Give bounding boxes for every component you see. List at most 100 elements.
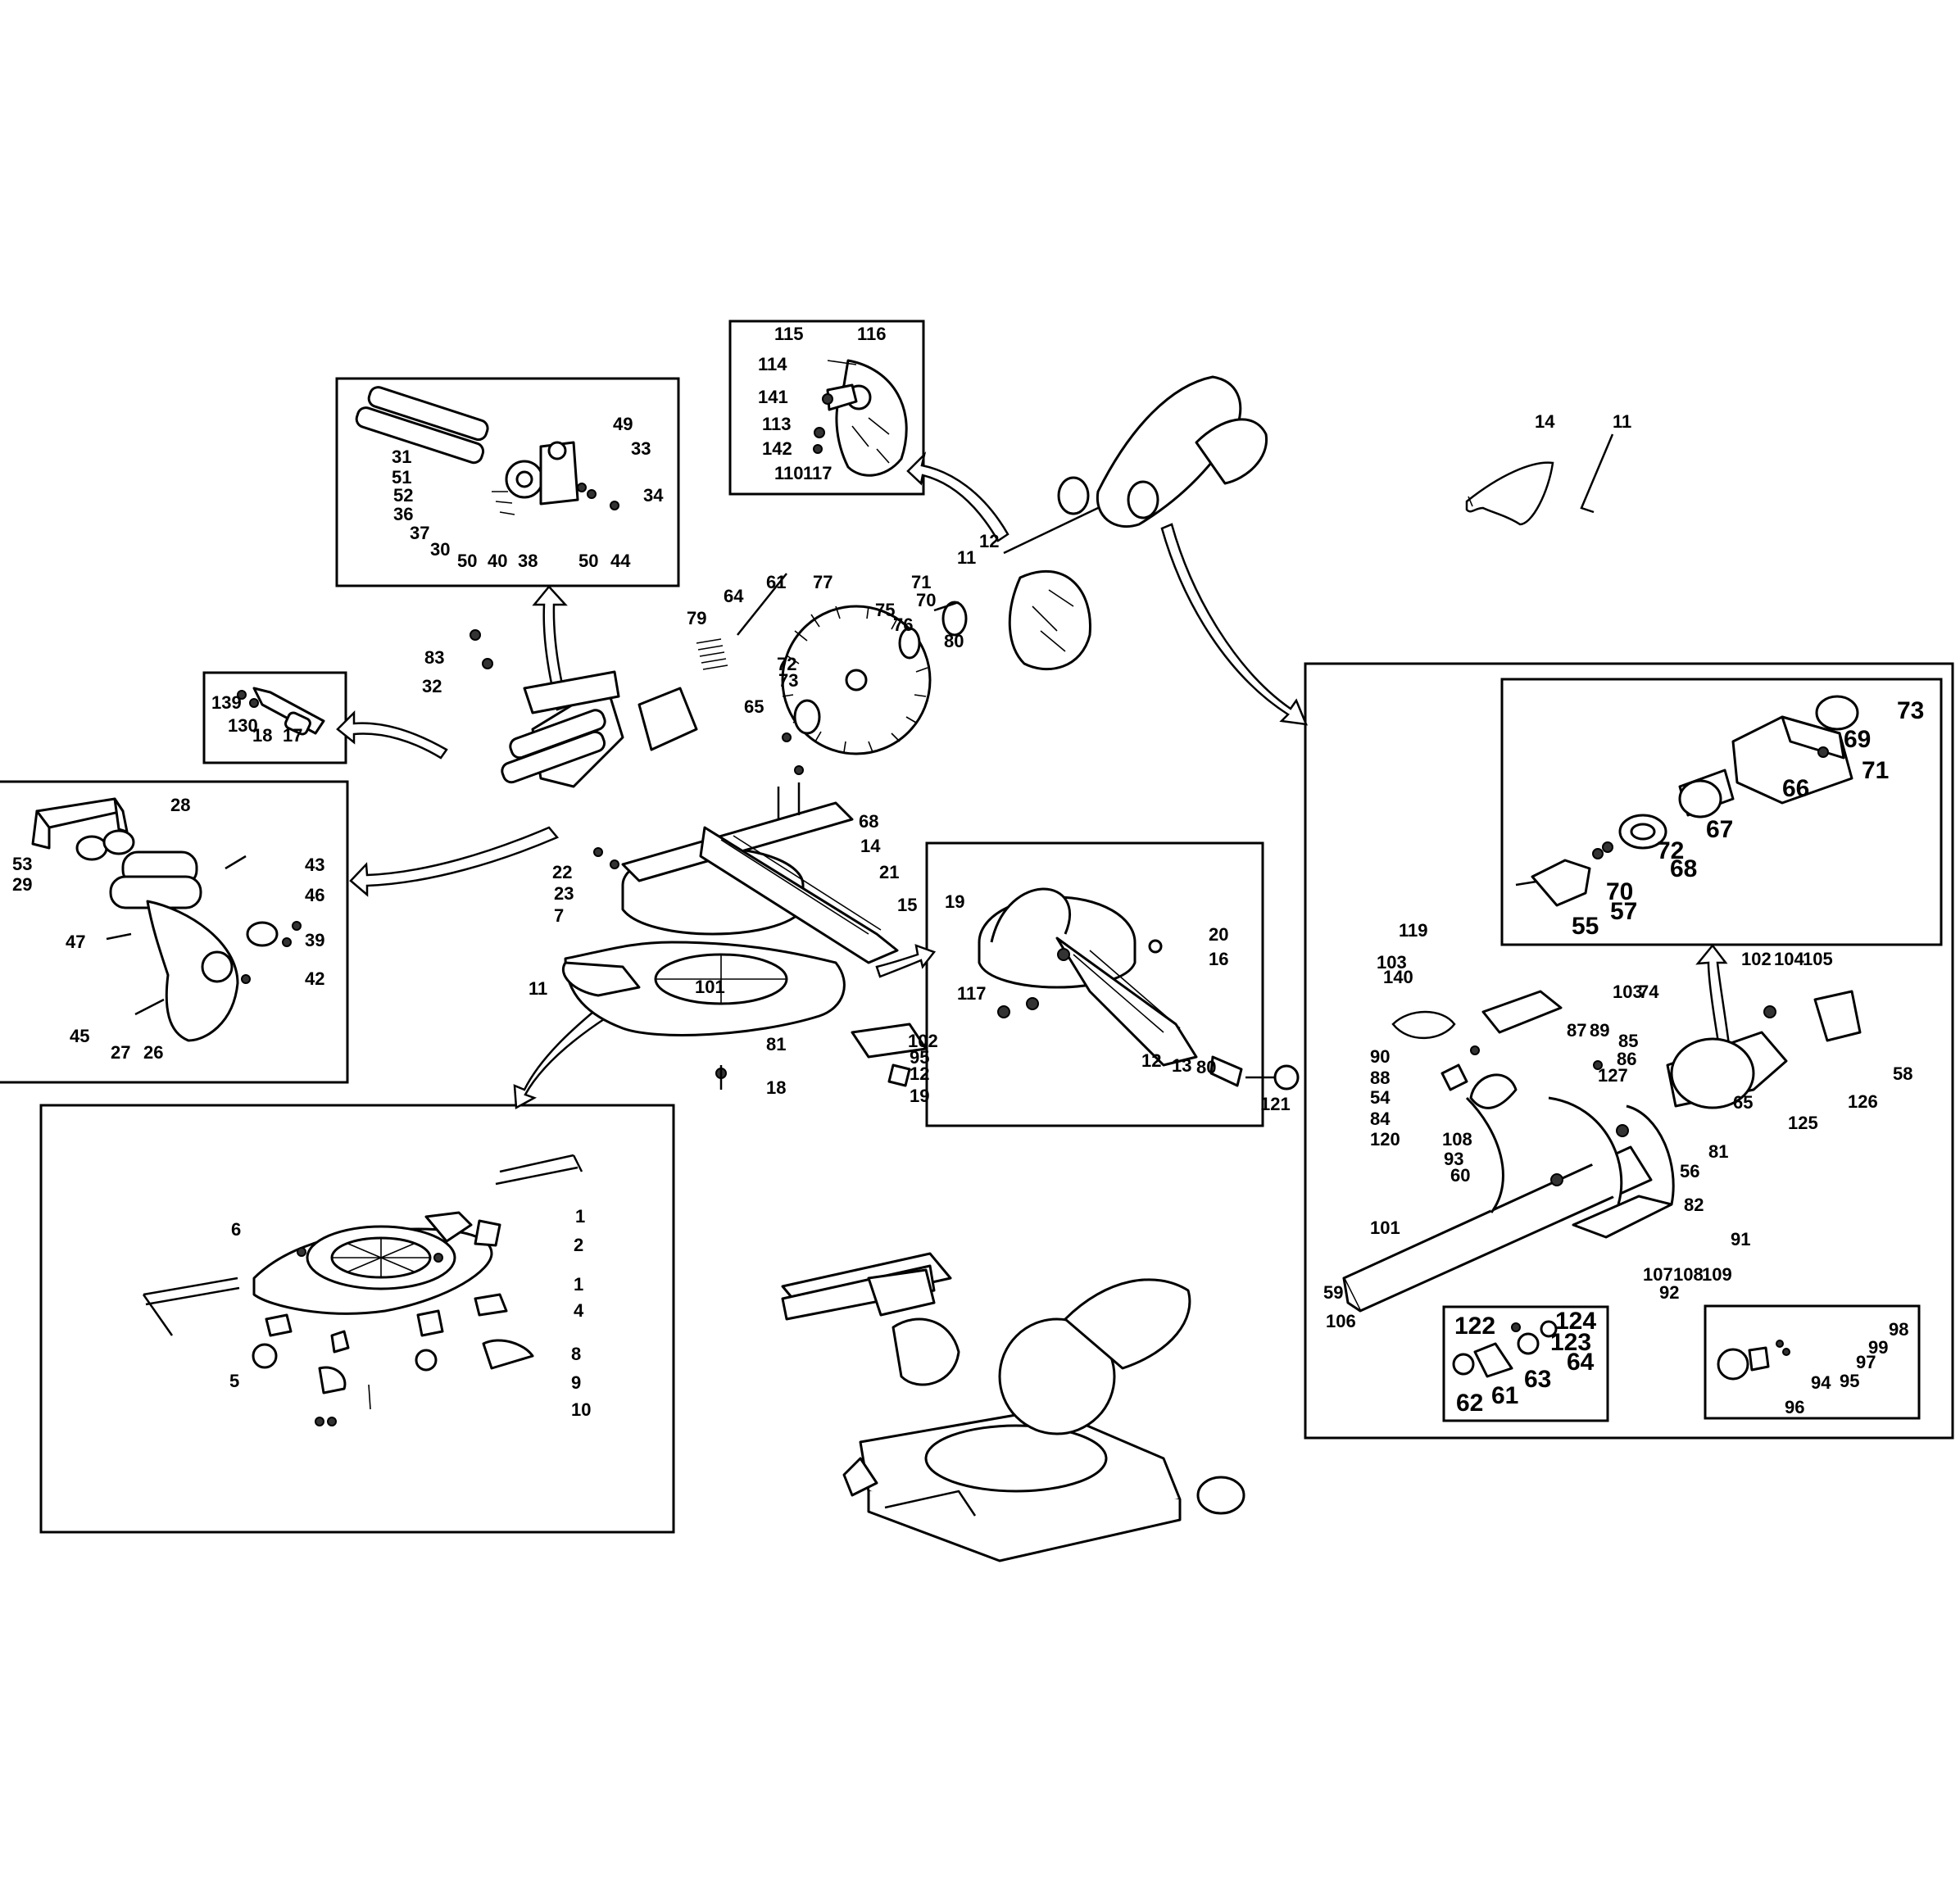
callout-labels-handle: 28 53 29 43 46 47 39 42 45 27 26 bbox=[12, 795, 324, 1063]
callout-label: 123 bbox=[1550, 1329, 1591, 1356]
callout-label: 39 bbox=[305, 930, 324, 950]
callout-label: 141 bbox=[758, 387, 788, 407]
callout-label: 72 bbox=[777, 654, 796, 674]
callout-label: 64 bbox=[1567, 1349, 1595, 1376]
callout-label: 58 bbox=[1893, 1063, 1912, 1084]
handle-inset-frame bbox=[0, 780, 349, 1084]
base-assembly bbox=[142, 1154, 583, 1426]
callout-label: 110 bbox=[774, 463, 804, 483]
callout-label: 66 bbox=[1782, 775, 1809, 802]
rail-inset-frame bbox=[335, 377, 680, 587]
callout-labels-flange: 122 124 123 64 63 61 62 bbox=[1454, 1308, 1596, 1417]
motor-inset-frame bbox=[1500, 678, 1943, 946]
callout-label: 18 bbox=[766, 1077, 786, 1098]
callout-label: 33 bbox=[631, 438, 651, 459]
callout-label: 46 bbox=[305, 885, 324, 905]
callout-label: 117 bbox=[957, 983, 987, 1004]
callout-labels-top-guard: 115 116 114 141 113 142 110 117 bbox=[758, 324, 887, 483]
callout-label: 18 bbox=[252, 725, 272, 746]
callout-label: 7 bbox=[554, 905, 564, 926]
callout-label: 95 bbox=[910, 1047, 929, 1068]
callout-label: 56 bbox=[1680, 1161, 1699, 1181]
base-inset-frame bbox=[39, 1104, 675, 1534]
callout-label: 113 bbox=[762, 414, 792, 434]
callout-label: 90 bbox=[1370, 1046, 1390, 1067]
callout-label: 79 bbox=[687, 608, 706, 628]
callout-label: 54 bbox=[1370, 1087, 1391, 1108]
arrow-to-top-guard bbox=[906, 451, 1009, 542]
callout-label: 122 bbox=[1454, 1313, 1495, 1340]
callout-labels-small: 139 130 18 17 bbox=[211, 692, 302, 746]
callout-label: 93 bbox=[1444, 1149, 1463, 1169]
flange-assembly bbox=[1452, 1320, 1558, 1378]
callout-label: 130 bbox=[228, 715, 258, 736]
callout-label: 32 bbox=[422, 676, 442, 696]
callout-label: 86 bbox=[1617, 1049, 1636, 1069]
callout-label: 121 bbox=[1260, 1094, 1291, 1114]
arrow-to-handle bbox=[349, 826, 560, 897]
callout-label: 99 bbox=[1868, 1337, 1888, 1358]
callout-label: 47 bbox=[66, 932, 85, 952]
callout-label: 61 bbox=[1491, 1382, 1518, 1409]
top-guard-inset-frame bbox=[728, 320, 925, 496]
callout-label: 26 bbox=[143, 1042, 163, 1063]
callout-label: 34 bbox=[643, 485, 664, 506]
callout-label: 51 bbox=[392, 467, 411, 487]
callout-label: 91 bbox=[1731, 1229, 1750, 1249]
callout-label: 76 bbox=[893, 614, 913, 635]
callout-label: 14 bbox=[1535, 411, 1555, 432]
callout-label: 108 bbox=[1673, 1264, 1704, 1285]
callout-label: 30 bbox=[430, 539, 450, 560]
callout-label: 37 bbox=[410, 523, 429, 543]
callout-label: 97 bbox=[1856, 1352, 1876, 1372]
callout-label: 10 bbox=[571, 1399, 591, 1420]
callout-label: 104 bbox=[1774, 949, 1804, 969]
callout-label: 102 bbox=[1741, 949, 1772, 969]
callout-label: 2 bbox=[574, 1235, 583, 1255]
callout-label: 89 bbox=[1590, 1020, 1609, 1041]
callout-label: 101 bbox=[1370, 1218, 1400, 1238]
callout-label: 28 bbox=[170, 795, 190, 815]
callout-label: 20 bbox=[1209, 924, 1228, 945]
callout-label: 59 bbox=[1323, 1282, 1343, 1303]
table-inset-frame bbox=[925, 841, 1264, 1127]
callout-labels-base: 6 1 2 1 4 8 9 10 5 bbox=[229, 1206, 591, 1420]
callout-label: 120 bbox=[1370, 1129, 1400, 1150]
callout-label: 4 bbox=[574, 1300, 584, 1321]
arrow-to-head bbox=[1160, 523, 1308, 726]
callout-label: 116 bbox=[857, 324, 887, 344]
arrow-to-rail bbox=[532, 585, 569, 711]
callout-label: 45 bbox=[70, 1026, 89, 1046]
callout-label: 70 bbox=[1606, 878, 1633, 905]
callout-label: 98 bbox=[1889, 1319, 1908, 1340]
callout-label: 127 bbox=[1598, 1065, 1628, 1086]
assembled-saw-view bbox=[781, 1252, 1245, 1562]
callout-label: 71 bbox=[911, 572, 931, 592]
callout-label: 84 bbox=[1370, 1109, 1391, 1129]
callout-label: 72 bbox=[1657, 837, 1684, 864]
callout-label: 140 bbox=[1383, 967, 1413, 987]
flange-inset-frame bbox=[1442, 1305, 1609, 1422]
callout-label: 65 bbox=[744, 696, 764, 717]
callout-label: 83 bbox=[424, 647, 444, 668]
callout-label: 68 bbox=[859, 811, 878, 832]
callout-label: 101 bbox=[695, 977, 725, 997]
callout-label: 139 bbox=[211, 692, 242, 713]
callout-label: 105 bbox=[1803, 949, 1833, 969]
callout-label: 85 bbox=[1618, 1031, 1638, 1051]
callout-label: 124 bbox=[1555, 1308, 1596, 1335]
callout-label: 43 bbox=[305, 855, 324, 875]
callout-label: 95 bbox=[1840, 1371, 1859, 1391]
callout-label: 57 bbox=[1610, 898, 1637, 925]
callout-label: 19 bbox=[945, 891, 964, 912]
callout-label: 142 bbox=[762, 438, 792, 459]
callout-label: 87 bbox=[1567, 1020, 1586, 1041]
callout-label: 15 bbox=[897, 895, 917, 915]
callout-label: 17 bbox=[283, 725, 302, 746]
callout-label: 8 bbox=[571, 1344, 581, 1364]
callout-label: 21 bbox=[879, 862, 899, 882]
callout-label: 108 bbox=[1442, 1129, 1472, 1150]
callout-label: 106 bbox=[1326, 1311, 1356, 1331]
callout-label: 81 bbox=[766, 1034, 786, 1054]
rail-assembly bbox=[355, 386, 619, 515]
